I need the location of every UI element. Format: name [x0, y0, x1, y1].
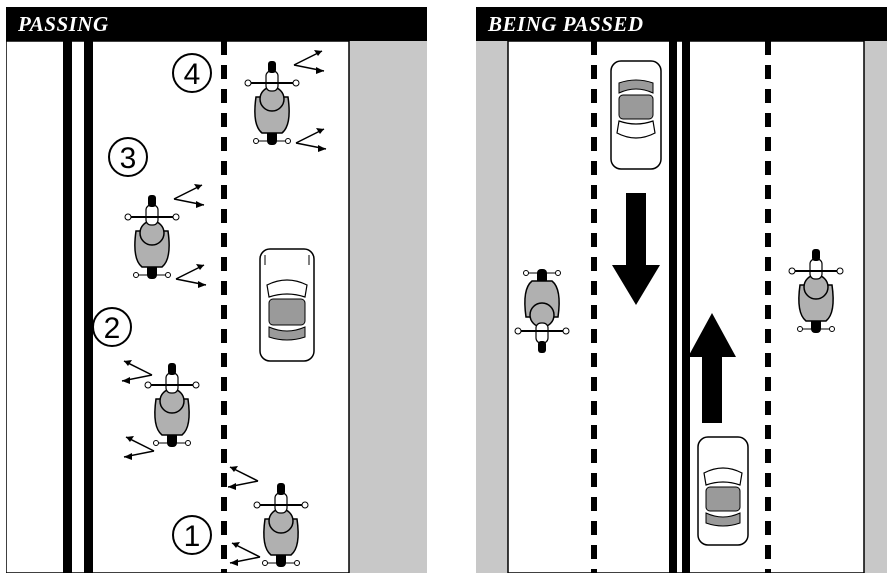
passing-title: PASSING [6, 7, 427, 41]
step-3-marker: 3 [109, 138, 147, 176]
car-icon [260, 249, 314, 361]
passing-panel: 4 3 2 1 PASSING [6, 7, 427, 573]
step-label: 3 [120, 142, 137, 175]
being-passed-title: BEING PASSED [476, 7, 887, 41]
car-icon [611, 61, 661, 169]
step-label: 4 [184, 58, 201, 91]
step-1-marker: 1 [173, 516, 211, 554]
passing-road-diagram: 4 3 2 1 [6, 7, 427, 573]
step-label: 1 [184, 520, 201, 553]
step-4-marker: 4 [173, 54, 211, 92]
being-passed-road-diagram [476, 7, 887, 573]
being-passed-panel: BEING PASSED [476, 7, 887, 573]
car-icon [698, 437, 748, 545]
step-label: 2 [104, 312, 121, 345]
step-2-marker: 2 [93, 308, 131, 346]
